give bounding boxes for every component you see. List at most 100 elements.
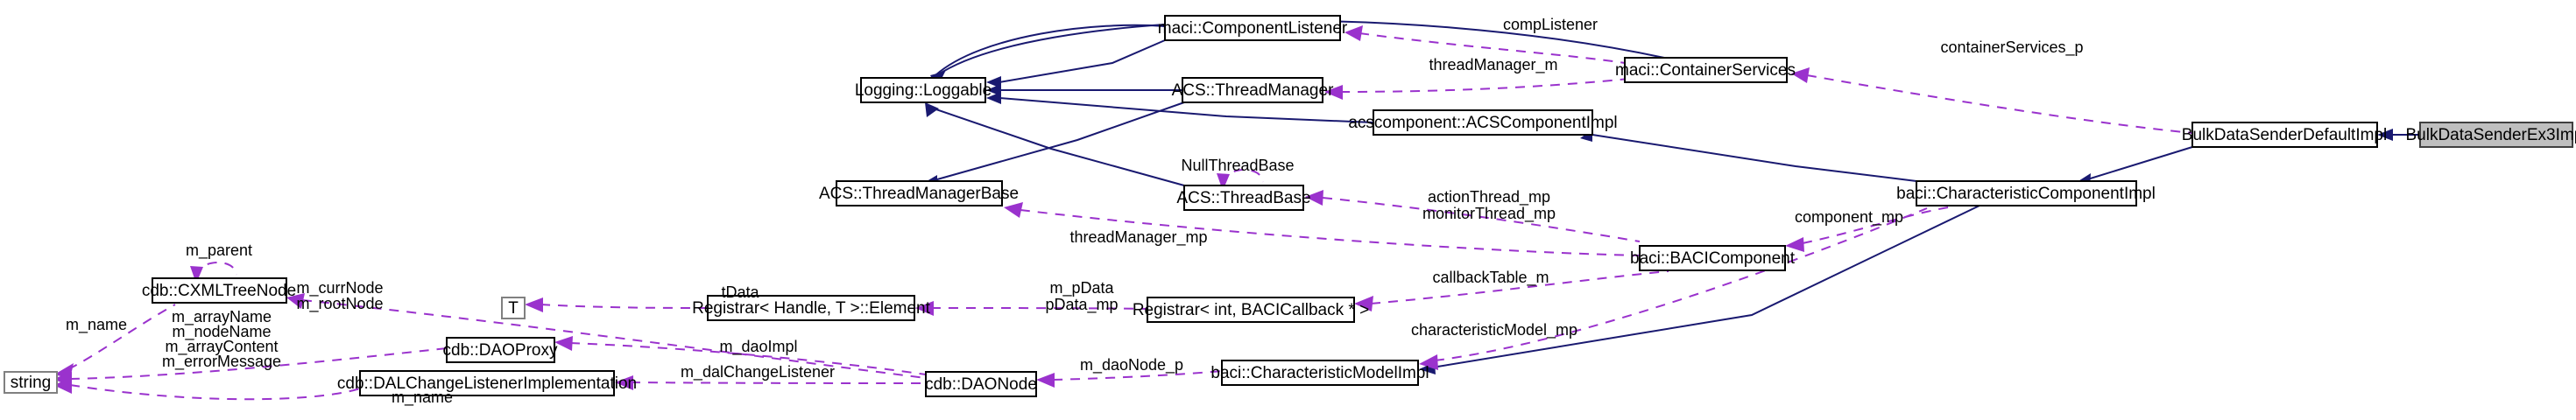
edge-usage-pdata-mp [930, 307, 1148, 310]
edge-label-complistener: compListener [1503, 16, 1598, 33]
edge-charmodelimpl-charcomponentimpl [1431, 205, 1980, 368]
class-node-acs-threadmanagerbase[interactable]: ACS::ThreadManagerBase [819, 180, 1019, 206]
edge-usage-m-parent [195, 262, 237, 277]
edge-usage-m-name-top [67, 304, 176, 370]
class-node-acs-threadmanager[interactable]: ACS::ThreadManager [1172, 77, 1334, 103]
edge-label-monitorthread-mp: monitorThread_mp [1422, 205, 1556, 223]
class-node-label: Registrar< int, BACICallback * > [1133, 301, 1369, 319]
class-node-maci-containerservices[interactable]: maci::ContainerServices [1615, 57, 1796, 83]
class-node-string[interactable]: string [4, 371, 58, 394]
class-node-cdb-cxmltreenode[interactable]: cdb::CXMLTreeNode [142, 277, 296, 304]
class-node-label: string [11, 374, 51, 392]
class-node-baci-characteristicmodelimpl[interactable]: baci::CharacteristicModelImpl [1210, 360, 1429, 386]
class-node-label: baci::BACIComponent [1630, 249, 1796, 268]
edge-label-m-daonode-p: m_daoNode_p [1080, 356, 1183, 374]
class-node-label: maci::ContainerServices [1615, 61, 1796, 80]
edge-usage-tdata [540, 304, 709, 309]
arrow-usage-m-daoimpl [554, 336, 573, 351]
arrow-usage-threadmanager-m [1324, 85, 1343, 100]
arrow-usage-actionthread-mp [1305, 190, 1323, 206]
edge-label-m-arraycontent: m_arrayContent [165, 338, 278, 356]
edge-label-m-rootnode: m_rootNode [296, 295, 383, 313]
class-node-logging-loggable[interactable]: Logging::Loggable [855, 77, 992, 103]
arrow-inherit-5 [986, 92, 1001, 104]
class-node-bulkdatasenderdefaultimpl[interactable]: BulkDataSenderDefaultImpl [2182, 122, 2387, 148]
arrow-usage-m-dalchangelistener [615, 375, 633, 390]
edge-label-m-arrayname: m_arrayName [172, 308, 272, 326]
edge-usage-m-dalchangelistener [630, 382, 927, 384]
class-node-registrar-int-bacicallback[interactable]: Registrar< int, BACICallback * > [1133, 297, 1369, 323]
arrow-usage-tdata [525, 298, 543, 312]
edge-usage-m-name-bottom [69, 384, 361, 401]
edge-label-threadmanager-m: threadManager_m [1429, 56, 1557, 74]
arrow-usage-m-parent [190, 266, 203, 284]
edge-label-m-errormessage: m_errorMessage [162, 353, 281, 371]
class-node-t-template-param[interactable]: T [501, 297, 526, 319]
edge-usage-containerservices-p [1806, 74, 2193, 134]
arrow-usage-component-mp [1785, 237, 1804, 252]
edge-label-m-parent: m_parent [186, 242, 252, 260]
edge-label-component-mp: component_mp [1795, 208, 1903, 227]
class-node-acs-threadbase[interactable]: ACS::ThreadBase [1176, 185, 1311, 211]
edge-label-pdata-mp: pData_mp [1045, 296, 1118, 314]
edge-label-m-nodename: m_nodeName [172, 323, 271, 341]
class-node-label: cdb::DALChangeListenerImplementation [337, 374, 637, 393]
class-node-cdb-dalchangelistenerimplementation[interactable]: cdb::DALChangeListenerImplementation [337, 370, 637, 396]
edge-label-nullthreadbase: NullThreadBase [1181, 157, 1294, 174]
edge-label-m-dalchangelistener: m_dalChangeListener [681, 363, 835, 382]
class-node-registrar-handle-t-element[interactable]: Registrar< Handle, T >::Element [692, 295, 931, 321]
class-node-label: cdb::CXMLTreeNode [142, 282, 296, 300]
edge-usage-callbacktable-m [1370, 270, 1669, 304]
edge-label-m-pdata: m_pData [1049, 279, 1114, 298]
arrow-inherit-3 [986, 76, 1001, 88]
edge-label-m-currnode: m_currNode [296, 279, 383, 298]
class-node-cdb-daonode[interactable]: cdb::DAONode [925, 371, 1037, 397]
edge-usage-m-daonode-p [1052, 370, 1223, 381]
arrow-usage-characteristicmodel-mp [1419, 354, 1438, 370]
edge-usage-m-daoimpl [569, 342, 927, 375]
class-node-bulkdatasenderex3impl[interactable]: BulkDataSenderEx3Impl [2406, 122, 2576, 148]
edge-loggable-threadbase [928, 106, 1185, 186]
arrow-inherit-2 [986, 84, 1001, 96]
class-node-cdb-daoproxy[interactable]: cdb::DAOProxy [443, 337, 558, 363]
arrow-usage-callbacktable-m [1354, 296, 1373, 312]
class-node-label: BulkDataSenderDefaultImpl [2182, 126, 2387, 144]
class-nodes-layer: maci::ComponentListener Logging::Loggabl… [4, 15, 2576, 397]
arrow-usage-complistener [1344, 25, 1363, 41]
class-node-label: baci::CharacteristicComponentImpl [1896, 185, 2156, 203]
arrow-inherit-6 [925, 102, 939, 117]
edge-usage-actionthread-mp [1322, 197, 1641, 242]
edge-label-threadmanager-mp: threadManager_mp [1069, 228, 1207, 247]
arrow-usage-m-currnode [286, 293, 305, 309]
edge-label-actionthread-mp: actionThread_mp [1428, 188, 1550, 206]
usage-edges-layer [53, 25, 2193, 401]
edge-label-callbacktable-m: callbackTable_m [1432, 269, 1549, 287]
edge-label-tdata: tData [721, 284, 759, 301]
edge-usage-threadmanager-mp [1020, 209, 1641, 256]
edge-acscomponentimpl-charcomponentimpl [1591, 134, 1917, 182]
class-node-label: cdb::DAONode [925, 375, 1037, 394]
class-node-maci-componentlistener[interactable]: maci::ComponentListener [1158, 15, 1348, 41]
edge-usage-m-arrayname [69, 347, 448, 380]
edge-usage-component-mp [1802, 206, 1954, 244]
edge-label-containerservices-p: containerServices_p [1940, 38, 2083, 57]
edge-usage-threadmanager-m [1339, 78, 1630, 93]
edge-threadmanagerbase-threadmanager [930, 102, 1185, 182]
class-node-label: Registrar< Handle, T >::Element [692, 299, 930, 318]
edge-label-m-name-top: m_name [66, 316, 127, 334]
class-node-label: acscomponent::ACSComponentImpl [1348, 114, 1617, 132]
class-node-label: Logging::Loggable [855, 81, 992, 100]
edge-usage-m-currnode [301, 299, 927, 379]
arrow-usage-pdata-mp [915, 301, 934, 316]
arrow-usage-m-name-bottom [53, 378, 72, 394]
edge-loggable-componentlistener-2 [999, 39, 1166, 83]
class-node-acscomponent-acscomponentimpl[interactable]: acscomponent::ACSComponentImpl [1348, 109, 1618, 136]
class-node-label: ACS::ThreadManagerBase [819, 185, 1019, 203]
arrow-inherit-10 [2377, 129, 2393, 141]
class-node-label: cdb::DAOProxy [443, 341, 558, 360]
class-node-baci-characteristiccomponentimpl[interactable]: baci::CharacteristicComponentImpl [1896, 180, 2156, 206]
edge-labels-layer: compListener containerServices_p threadM… [66, 16, 2084, 407]
class-node-baci-bacicomponent[interactable]: baci::BACIComponent [1630, 245, 1796, 271]
arrow-usage-containerservices-p [1791, 67, 1810, 83]
